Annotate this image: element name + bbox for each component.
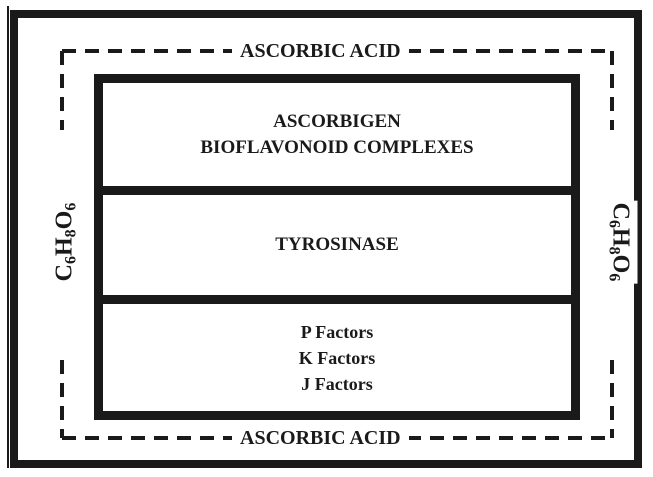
formula-o: O [51,210,78,230]
formula-o-sub: 6 [605,273,623,282]
formula-c: C [607,202,634,220]
formula-h: H [51,237,78,256]
formula-h: H [607,228,634,247]
section-1-line-2: BIOFLAVONOID COMPLEXES [200,136,474,158]
section-3-line-1: P Factors [300,321,374,342]
section-3-line-2: K Factors [298,347,376,368]
bottom-ascorbic-acid-label: ASCORBIC ACID [232,427,409,449]
formula-c-sub: 6 [62,256,80,264]
section-1-line-1: ASCORBIGEN [273,110,401,132]
section-factors: P Factors K Factors J Factors [103,304,571,411]
section-tyrosinase: TYROSINASE [103,195,571,295]
formula-o: O [607,254,634,274]
section-divider [103,186,571,195]
formula-h-sub: 8 [62,229,80,238]
inner-box: ASCORBIGEN BIOFLAVONOID COMPLEXES TYROSI… [94,74,580,420]
section-ascorbigen: ASCORBIGEN BIOFLAVONOID COMPLEXES [103,83,571,186]
formula-h-sub: 8 [605,246,623,255]
section-2-line-1: TYROSINASE [275,234,399,255]
left-edge-rule [7,6,9,468]
formula-o-sub: 6 [62,202,80,211]
section-3-line-3: J Factors [301,373,373,394]
formula-c: C [51,264,78,282]
section-divider [103,295,571,304]
formula-left: C6H8O6 [47,200,89,284]
formula-right: C6H8O6 [596,200,638,284]
top-ascorbic-acid-label: ASCORBIC ACID [232,40,409,62]
